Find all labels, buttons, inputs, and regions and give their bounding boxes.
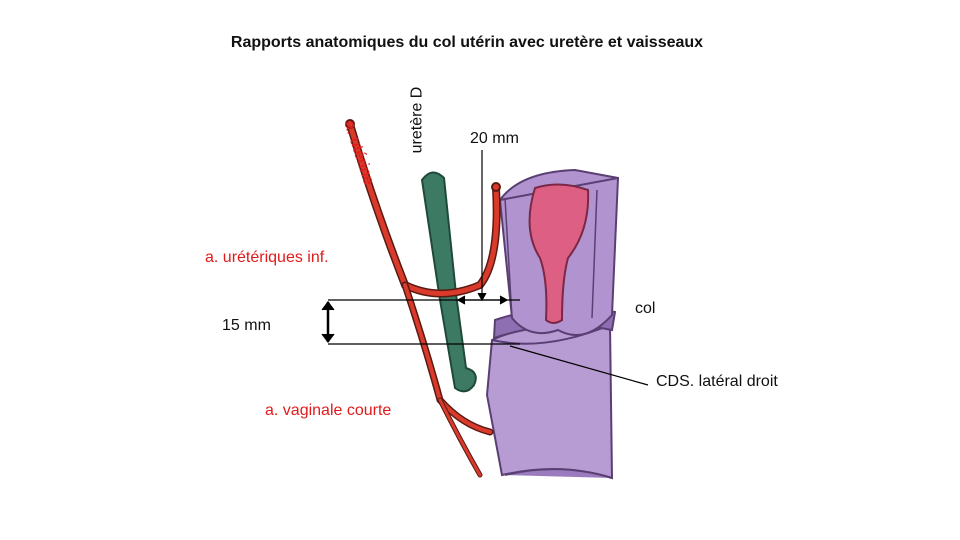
label-lateral-fornix: CDS. latéral droit xyxy=(656,373,778,390)
label-20mm: 20 mm xyxy=(470,130,519,147)
uterine-artery xyxy=(346,120,501,478)
figure-title: Rapports anatomiques du col utérin avec … xyxy=(230,34,704,51)
ureter xyxy=(420,171,477,393)
label-15mm: 15 mm xyxy=(222,317,271,334)
label-vaginal-artery: a. vaginale courte xyxy=(265,402,392,419)
uterine-cavity xyxy=(528,183,590,324)
label-cervix: col xyxy=(635,300,656,317)
pointer-lateral-fornix xyxy=(509,345,649,386)
label-ureteric-arteries: a. urétériques inf. xyxy=(205,249,329,266)
dimension-15mm xyxy=(321,299,520,345)
label-ureter: uretère D xyxy=(408,86,426,154)
vagina xyxy=(485,322,614,480)
